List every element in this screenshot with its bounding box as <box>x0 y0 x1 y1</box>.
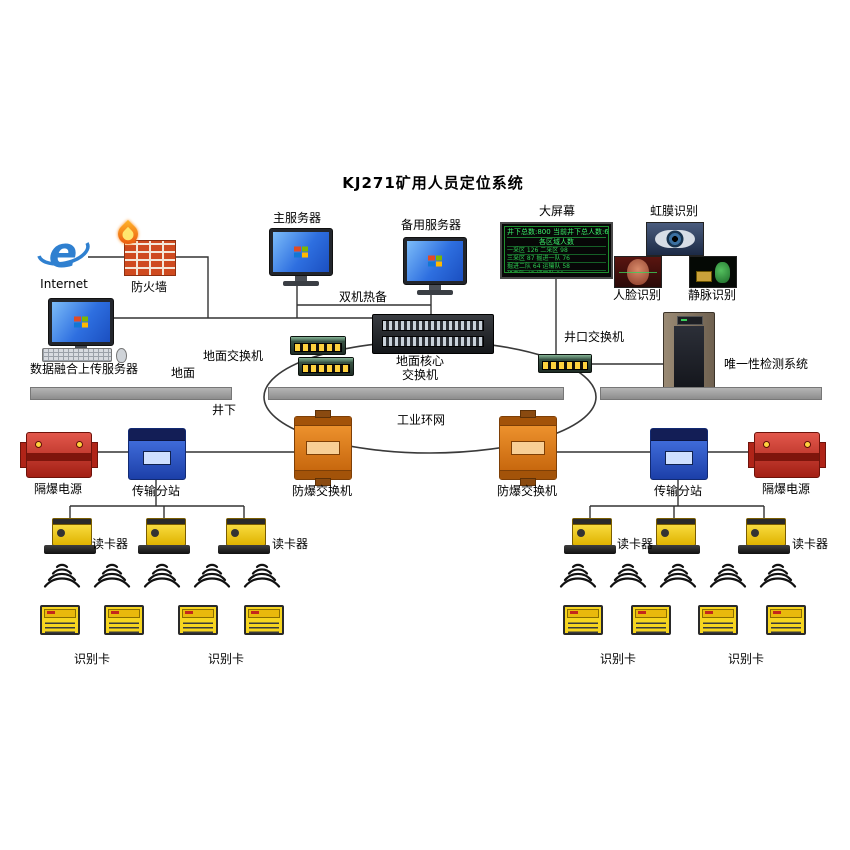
wellhead-switch-icon <box>538 354 592 373</box>
keyboard-icon <box>42 348 112 362</box>
iris-image <box>646 222 704 256</box>
signal-waves-icon <box>658 561 698 589</box>
screen-header-text: 井下总数:800 当前井下总人数:670 <box>507 228 609 236</box>
core-switch-label-line2: 交换机 <box>401 368 439 382</box>
backup-server-monitor-icon <box>403 237 467 295</box>
uniqueness-system-label: 唯一性检测系统 <box>723 357 809 371</box>
internet-label: Internet <box>40 277 88 291</box>
card-reader-icon <box>218 518 270 554</box>
card-reader-label: 读卡器 <box>791 537 829 551</box>
id-card-icon <box>104 605 144 635</box>
ground-switch-icon <box>290 336 346 355</box>
svg-text:e: e <box>49 228 78 277</box>
firewall-label: 防火墙 <box>130 280 168 294</box>
card-reader-label: 读卡器 <box>616 537 654 551</box>
screen-row: 掘进二队 64 运输队 58 <box>507 262 606 270</box>
screen-row: 机电队 45 通风队 39 <box>507 270 606 272</box>
iris-label: 虹膜识别 <box>649 204 699 218</box>
core-switch-rack-icon <box>372 314 494 354</box>
windows-flag-icon <box>294 246 308 258</box>
flameproof-power-label: 隔爆电源 <box>33 482 83 496</box>
signal-waves-icon <box>42 561 82 589</box>
id-card-icon <box>178 605 218 635</box>
id-card-label: 识别卡 <box>73 652 111 666</box>
card-reader-icon <box>138 518 190 554</box>
explosionproof-switch-label: 防爆交换机 <box>496 484 558 498</box>
security-gate-icon <box>663 312 715 394</box>
signal-waves-icon <box>758 561 798 589</box>
big-screen-display: 井下总数:800 当前井下总人数:670 各区域人数 一采区 126 二采区 9… <box>500 222 613 279</box>
explosionproof-switch-icon <box>499 416 557 480</box>
signal-waves-icon <box>608 561 648 589</box>
id-card-icon <box>244 605 284 635</box>
transmission-substation-icon <box>128 428 186 480</box>
card-reader-icon <box>564 518 616 554</box>
id-card-icon <box>631 605 671 635</box>
core-switch-label-line1: 地面核心 <box>395 354 445 368</box>
card-reader-icon <box>44 518 96 554</box>
internet-explorer-icon: e <box>37 228 90 277</box>
flameproof-power-label: 隔爆电源 <box>761 482 811 496</box>
face-image <box>614 256 662 288</box>
transmission-substation-label: 传输分站 <box>653 484 703 498</box>
data-fusion-server-label: 数据融合上传服务器 <box>29 362 139 376</box>
ground-zone-label: 地面 <box>170 366 196 380</box>
card-reader-icon <box>738 518 790 554</box>
id-card-label: 识别卡 <box>727 652 765 666</box>
face-label: 人脸识别 <box>612 288 662 302</box>
signal-waves-icon <box>242 561 282 589</box>
wellhead-switch-label: 井口交换机 <box>563 330 625 344</box>
transmission-substation-label: 传输分站 <box>131 484 181 498</box>
flameproof-power-icon <box>748 432 826 478</box>
id-card-label: 识别卡 <box>207 652 245 666</box>
mouse-icon <box>116 348 127 363</box>
id-card-label: 识别卡 <box>599 652 637 666</box>
screen-row: 一采区 126 二采区 98 <box>507 246 606 254</box>
card-reader-icon <box>648 518 700 554</box>
explosionproof-switch-label: 防爆交换机 <box>291 484 353 498</box>
windows-flag-icon <box>428 255 442 267</box>
id-card-icon <box>40 605 80 635</box>
ground-bar <box>30 387 232 400</box>
signal-waves-icon <box>142 561 182 589</box>
underground-zone-label: 井下 <box>211 403 237 417</box>
main-server-monitor-icon <box>269 228 333 286</box>
id-card-icon <box>563 605 603 635</box>
vein-label: 静脉识别 <box>687 288 737 302</box>
backup-server-label: 备用服务器 <box>400 218 462 232</box>
explosionproof-switch-icon <box>294 416 352 480</box>
card-reader-label: 读卡器 <box>91 537 129 551</box>
industrial-ring-label: 工业环网 <box>396 413 446 427</box>
big-screen-label: 大屏幕 <box>538 204 576 218</box>
dual-standby-label: 双机热备 <box>338 290 388 304</box>
ground-bar <box>600 387 822 400</box>
screen-row: 三采区 87 掘进一队 76 <box>507 254 606 262</box>
screen-subheader-text: 各区域人数 <box>507 237 606 246</box>
transmission-substation-icon <box>650 428 708 480</box>
flameproof-power-icon <box>20 432 98 478</box>
main-server-label: 主服务器 <box>272 211 322 225</box>
card-reader-label: 读卡器 <box>271 537 309 551</box>
signal-waves-icon <box>708 561 748 589</box>
ground-switch-icon <box>298 357 354 376</box>
ground-bar <box>268 387 564 400</box>
signal-waves-icon <box>192 561 232 589</box>
id-card-icon <box>766 605 806 635</box>
ground-switch-label: 地面交换机 <box>202 349 264 363</box>
signal-waves-icon <box>558 561 598 589</box>
firewall-brick-icon <box>124 240 176 276</box>
id-card-icon <box>698 605 738 635</box>
signal-waves-icon <box>92 561 132 589</box>
page-title: KJ271矿用人员定位系统 <box>342 174 524 192</box>
windows-flag-icon <box>74 316 88 328</box>
vein-image <box>689 256 737 288</box>
